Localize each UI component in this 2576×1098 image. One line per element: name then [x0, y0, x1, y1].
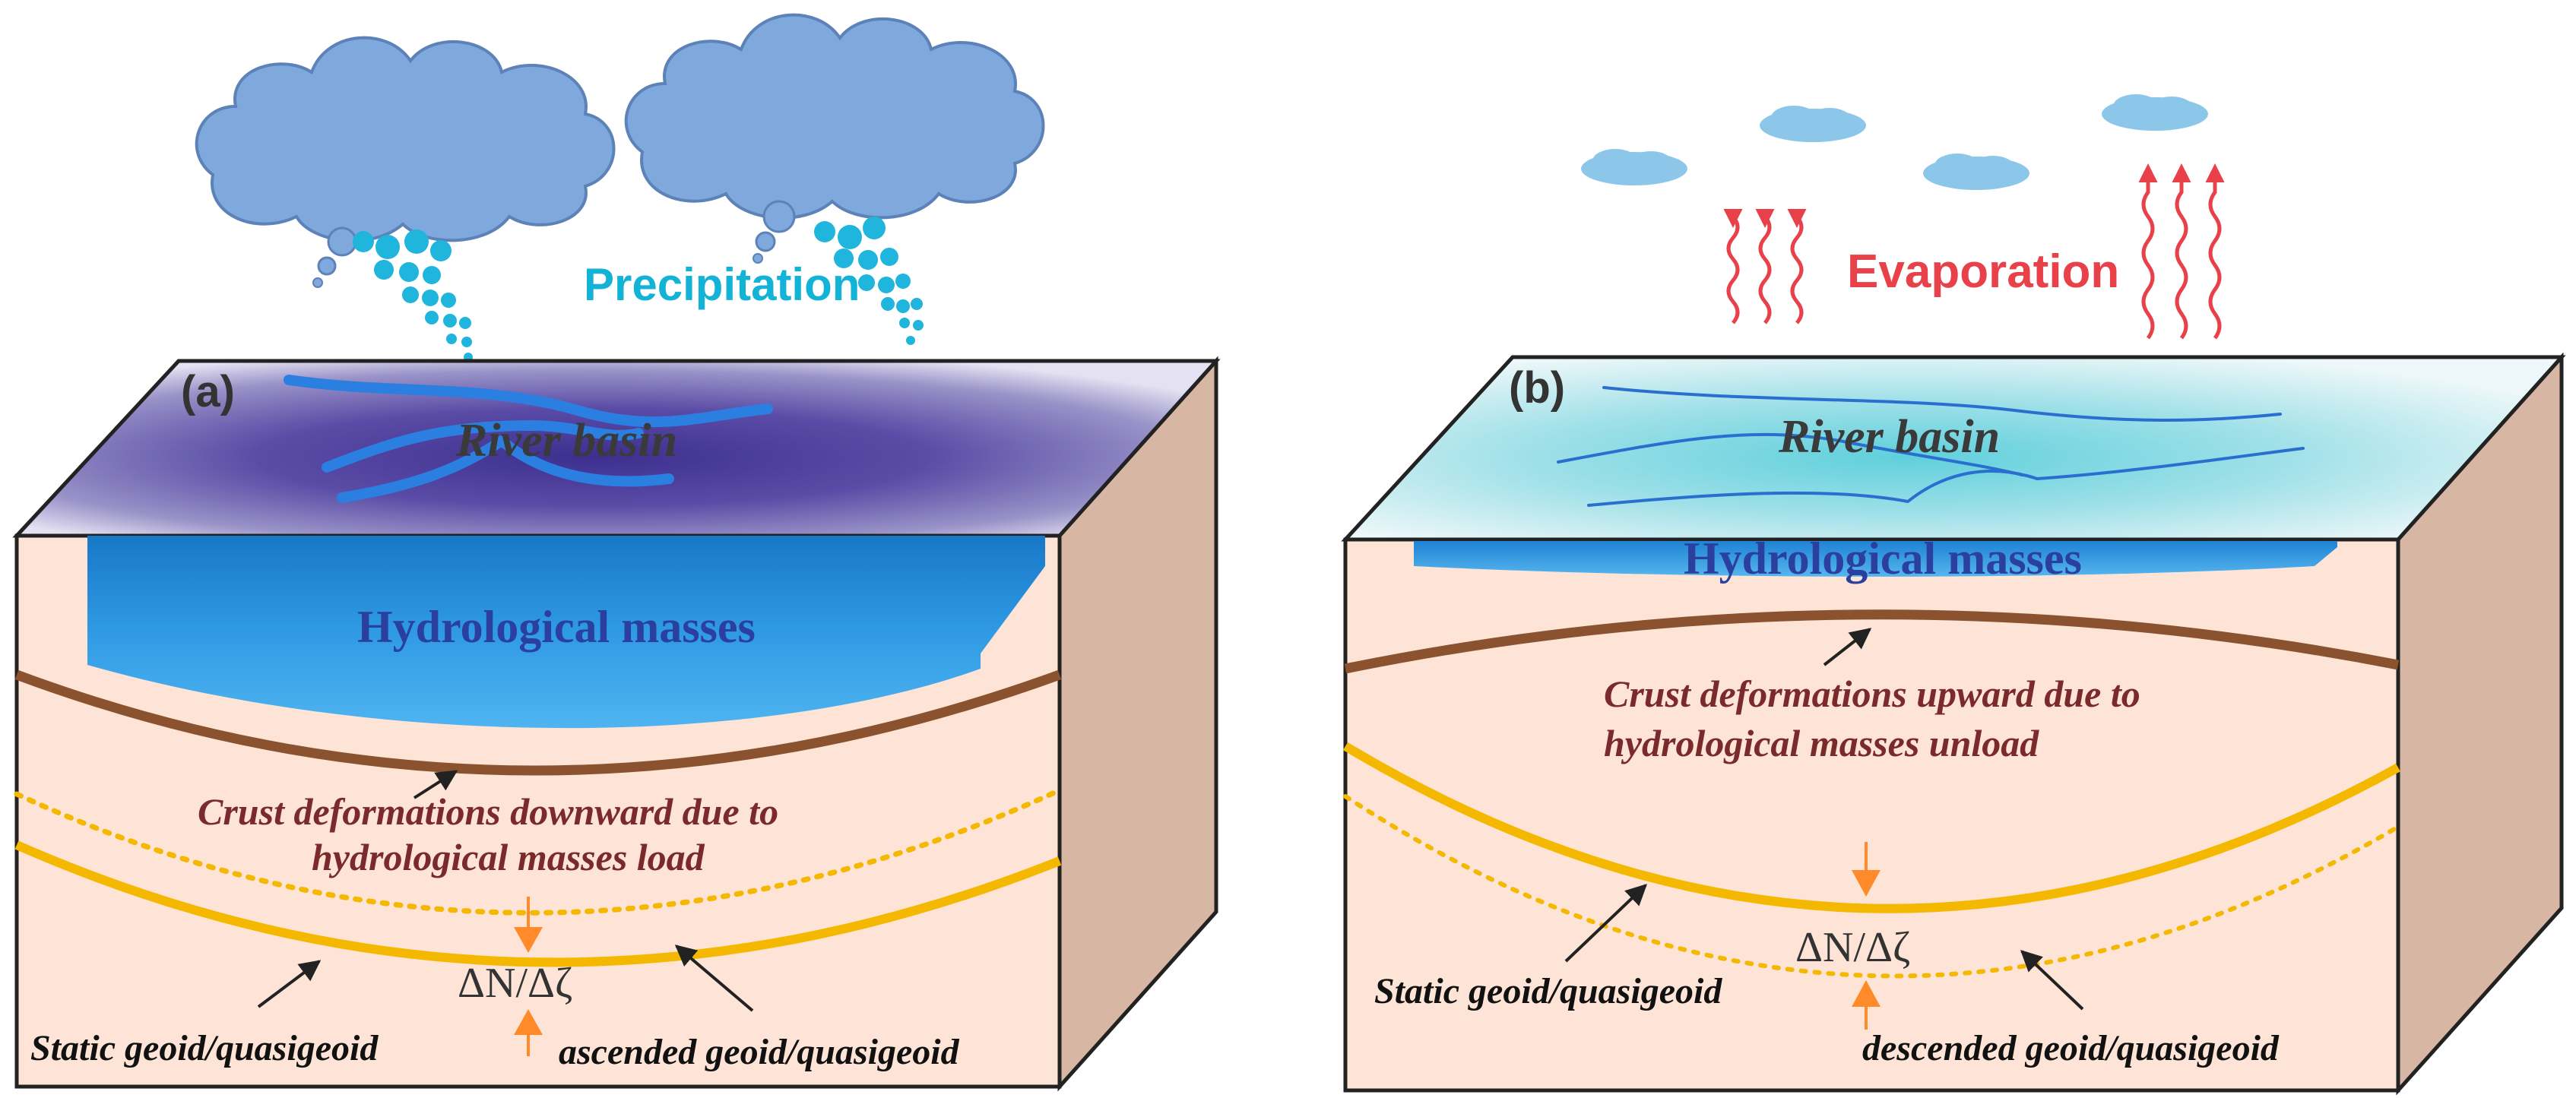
panel-b-label: (b) — [1509, 363, 1565, 413]
arrow-crust-b — [1823, 628, 1872, 666]
small-cloud-4-icon — [2102, 94, 2208, 131]
delta-arrows-a — [514, 897, 543, 1056]
delta-label-b: ΔN/Δζ — [1795, 924, 1910, 971]
crust-line-a — [14, 669, 1062, 776]
crust-label-b-line2: hydrological masses unload — [1604, 722, 2039, 764]
hydrological-masses-label-a: Hydrological masses — [357, 602, 756, 652]
arrow-static-geoid-a — [257, 960, 322, 1008]
delta-arrows-b — [1852, 842, 1881, 1030]
arrow-static-geoid-b — [1564, 884, 1648, 963]
precipitation-label: Precipitation — [584, 259, 860, 310]
river-network-b — [1557, 386, 2305, 507]
panel-b: Evaporation (b) River basin Hyd — [1341, 94, 2566, 1096]
crust-label-a-line2: hydrological masses load — [312, 836, 705, 878]
cloud-left-icon — [195, 36, 616, 288]
arrow-descended-geoid — [2020, 950, 2084, 1011]
arrow-crust-a — [413, 770, 458, 799]
cloud-right-icon — [624, 13, 1045, 264]
crust-label-b-line1: Crust deformations upward due to — [1604, 672, 2140, 715]
hydrological-mass-body-a — [87, 536, 1045, 729]
evaporation-arrows-left-icon — [1723, 209, 1807, 324]
descended-geoid-line — [1343, 794, 2400, 979]
small-cloud-3-icon — [1923, 153, 2029, 190]
hydrological-masses-label-b: Hydrological masses — [1684, 533, 2082, 584]
panel-a-label: (a) — [181, 367, 235, 416]
static-geoid-label-a: Static geoid/quasigeoid — [30, 1028, 379, 1068]
small-cloud-2-icon — [1760, 106, 1866, 142]
crust-line-b — [1344, 609, 2400, 674]
ascended-geoid-label: ascended geoid/quasigeoid — [559, 1032, 960, 1072]
river-network-a — [284, 375, 773, 503]
rain-droplets-left-icon — [353, 229, 473, 362]
panel-a: Precipitation (a) River basin H — [12, 13, 1221, 1092]
static-geoid-line-b — [1342, 742, 2400, 913]
ascended-geoid-line — [14, 787, 1063, 916]
rain-droplets-right-icon — [814, 217, 924, 345]
static-geoid-line-a — [14, 840, 1062, 967]
arrow-ascended-geoid — [674, 945, 754, 1012]
small-cloud-1-icon — [1581, 149, 1687, 185]
river-basin-label-b: River basin — [1778, 411, 2000, 463]
evaporation-arrows-right-icon — [2138, 163, 2225, 340]
river-basin-label-a: River basin — [455, 415, 677, 467]
crust-label-a-line1: Crust deformations downward due to — [198, 790, 778, 833]
static-geoid-label-b: Static geoid/quasigeoid — [1374, 971, 1722, 1011]
descended-geoid-label: descended geoid/quasigeoid — [1862, 1028, 2280, 1068]
evaporation-label: Evaporation — [1847, 245, 2119, 298]
hydrological-mass-body-b — [1414, 541, 2337, 577]
delta-label-a: ΔN/Δζ — [458, 960, 572, 1007]
